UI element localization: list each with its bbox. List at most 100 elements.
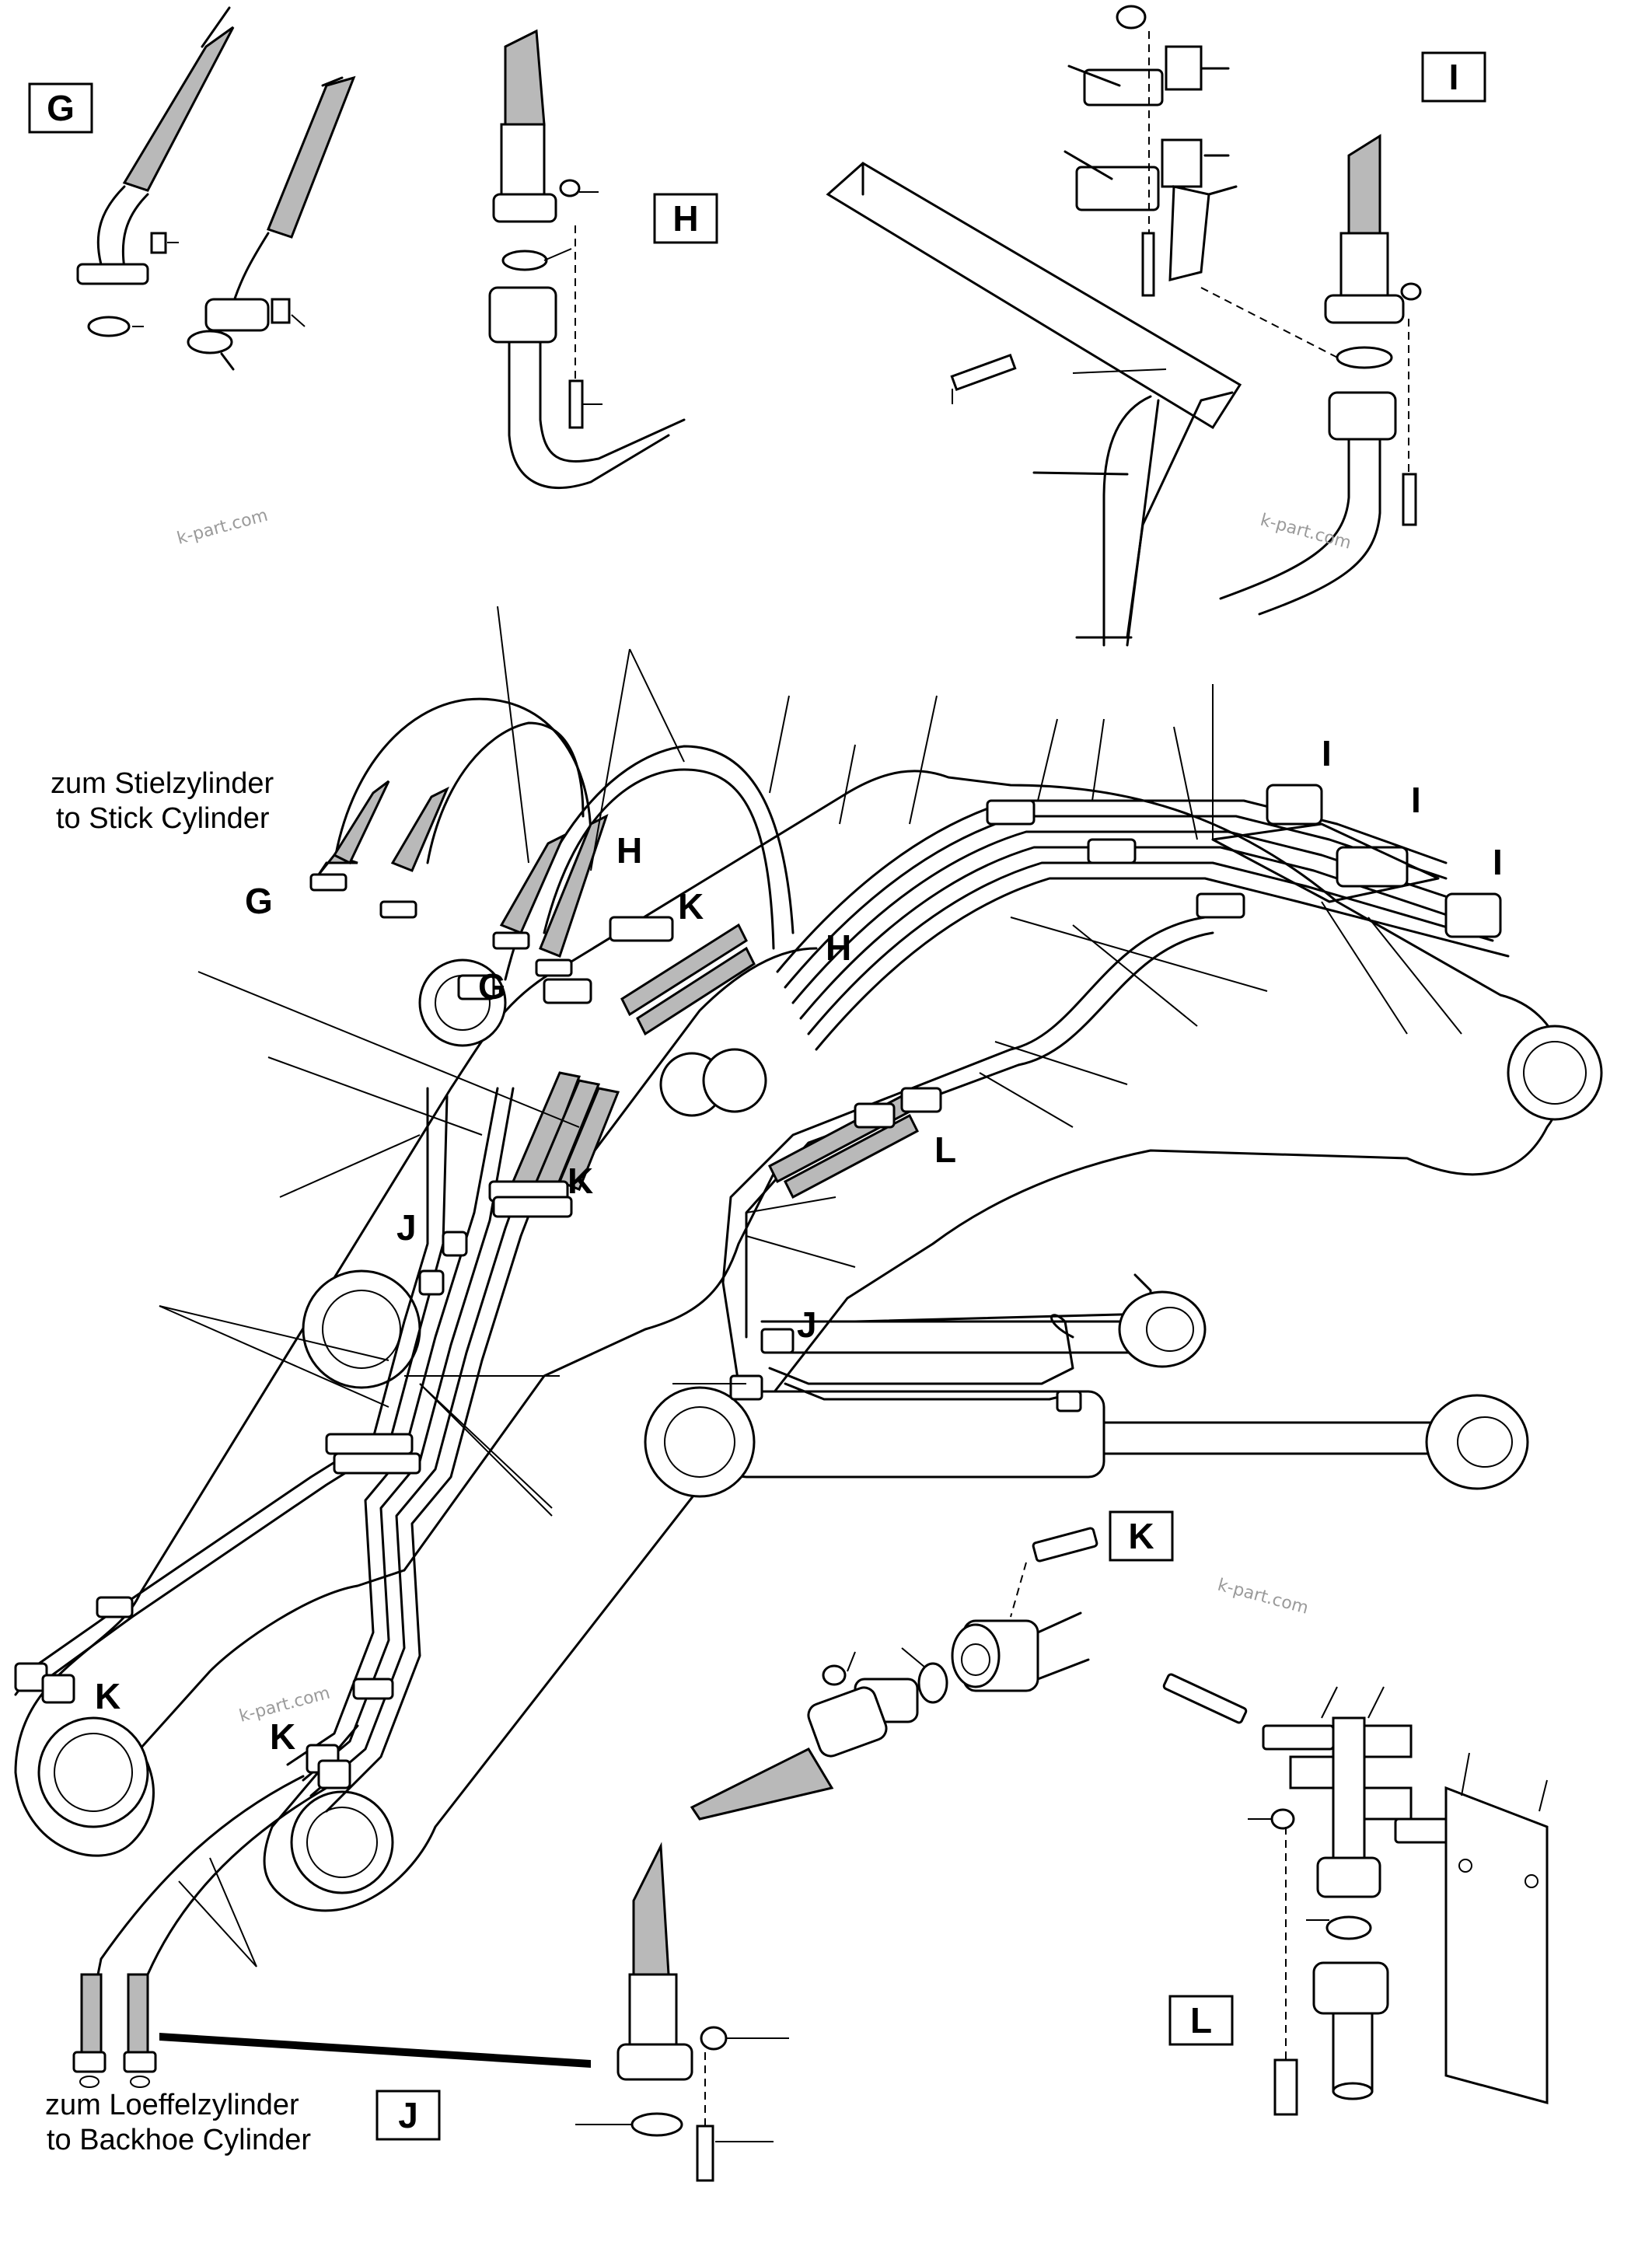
backhoe-hose-2 [127, 1973, 149, 2054]
detail-k-label: K [1128, 1516, 1154, 1556]
boom-cylinder-upper [760, 1273, 1207, 1368]
note-stick-de: zum Stielzylinder [51, 767, 274, 800]
detail-g-flange-2 [204, 298, 270, 332]
detail-k-hose [690, 1747, 834, 1821]
detail-l-clamp-1 [1289, 1755, 1339, 1789]
callout-i-3: I [1493, 842, 1503, 882]
callout-letters: G G H H I I I K K K K J J L [95, 733, 1503, 1757]
watermark-1: k-part.com [175, 506, 270, 549]
callout-j-1: J [396, 1207, 417, 1248]
detail-l-long-bolt [1162, 1673, 1248, 1724]
detail-g-box [28, 82, 93, 134]
callout-j-2: J [797, 1304, 817, 1345]
stick-hose-1 [332, 780, 390, 865]
boom-upper-pivot-3 [702, 1048, 767, 1113]
detail-j-oring [630, 2112, 683, 2137]
detail-h-pipe [508, 340, 670, 489]
detail-i-cover [1168, 185, 1210, 281]
detail-l-cover [1444, 1786, 1549, 2104]
clamps-i-group [1211, 784, 1502, 938]
detail-g-label: G [47, 88, 75, 128]
callout-l-1: L [934, 1130, 956, 1170]
detail-i-box [1421, 51, 1486, 103]
detail-i-clamp-bottom [1075, 166, 1160, 211]
stick-hose-4 [539, 814, 609, 958]
detail-i-tray: I [826, 5, 1486, 647]
detail-h-label: H [672, 198, 698, 239]
detail-l-flange [1316, 1856, 1381, 1898]
callout-k-3: K [95, 1676, 120, 1716]
detail-i-label: I [1449, 57, 1459, 97]
callout-g-1: G [245, 881, 273, 921]
detail-j-nut [700, 2026, 728, 2051]
detail-g-oring-1 [87, 316, 131, 337]
detail-k-nut [822, 1664, 847, 1686]
detail-k-oring [917, 1662, 948, 1704]
callout-h-2: H [826, 927, 851, 968]
detail-j-box [375, 2090, 441, 2141]
detail-h-oring [501, 250, 548, 271]
detail-k-sleeve [807, 1686, 888, 1758]
detail-l-bolt [1273, 2058, 1298, 2116]
detail-i-nut [1116, 5, 1147, 30]
detail-l-pipe [1332, 1716, 1366, 1859]
detail-i-sleeve [1339, 232, 1389, 297]
callout-k-2: K [568, 1161, 593, 1201]
callout-i-2: I [1411, 780, 1421, 820]
detail-l-bracket-1 [1262, 1724, 1335, 1751]
detail-l-nut [1270, 1808, 1295, 1830]
detail-i-rail [826, 162, 1242, 430]
detail-h: H [488, 29, 718, 489]
callout-g-2: G [478, 966, 506, 1007]
detail-i-clamp-top [1083, 68, 1164, 106]
detail-j-sleeve [628, 1973, 678, 2046]
detail-k: K [690, 1510, 1174, 1821]
detail-i-oring [1336, 346, 1393, 369]
stick-hose-2 [390, 786, 449, 872]
detail-k-box [1109, 1510, 1174, 1562]
watermark-3: k-part.com [1215, 1576, 1310, 1618]
detail-g-hose-2 [267, 75, 356, 239]
detail-i-bolt [1141, 232, 1155, 297]
boom-pivot-top [1507, 1025, 1603, 1121]
detail-l-oring [1325, 1915, 1372, 1940]
note-stick-en: to Stick Cylinder [56, 802, 270, 835]
pipe-bundle-left [14, 1087, 429, 1696]
detail-g-flange-1 [76, 263, 149, 285]
detail-g-bolt-2 [150, 232, 167, 254]
detail-j-label: J [398, 2095, 418, 2135]
detail-i-plate-top [1165, 45, 1203, 91]
detail-i-long-bolt [950, 353, 1017, 392]
detail-h-box [653, 193, 718, 244]
callout-k-4: K [270, 1716, 295, 1757]
detail-k-bolt [1032, 1527, 1098, 1562]
detail-i-hose [1347, 134, 1381, 235]
detail-h-sleeve [500, 123, 546, 196]
detail-j: J [375, 1842, 789, 2182]
detail-l-box [1168, 1995, 1234, 2046]
detail-l-block [1312, 1961, 1389, 2015]
detail-i-block [1328, 391, 1397, 441]
detail-h-bolt [568, 379, 584, 429]
detail-g-oring-2 [187, 330, 233, 354]
boom-cylinder-lower [644, 1386, 1529, 1498]
detail-j-flange [616, 2043, 693, 2081]
detail-h-hose [504, 29, 546, 126]
detail-j-hose [632, 1842, 670, 1976]
note-backhoe-de: zum Loeffelzylinder [45, 2089, 299, 2121]
note-backhoe-en: to Backhoe Cylinder [47, 2124, 311, 2156]
callout-h-1: H [616, 830, 642, 871]
detail-i-plate-bottom [1161, 138, 1203, 188]
detail-h-block [488, 286, 557, 344]
detail-g-bolt [271, 298, 291, 324]
detail-i-flange [1324, 294, 1405, 324]
detail-j-bolt [696, 2125, 714, 2182]
watermarks: k-part.com k-part.com k-part.com k-part.… [175, 506, 1353, 1727]
detail-g: G [28, 6, 356, 371]
bundle-hose-4 [620, 923, 748, 1017]
detail-l-label: L [1190, 2000, 1212, 2041]
detail-g-hose-1 [122, 26, 235, 192]
pipe-run-lower [721, 916, 1207, 1385]
boom-assembly [14, 606, 1603, 2088]
